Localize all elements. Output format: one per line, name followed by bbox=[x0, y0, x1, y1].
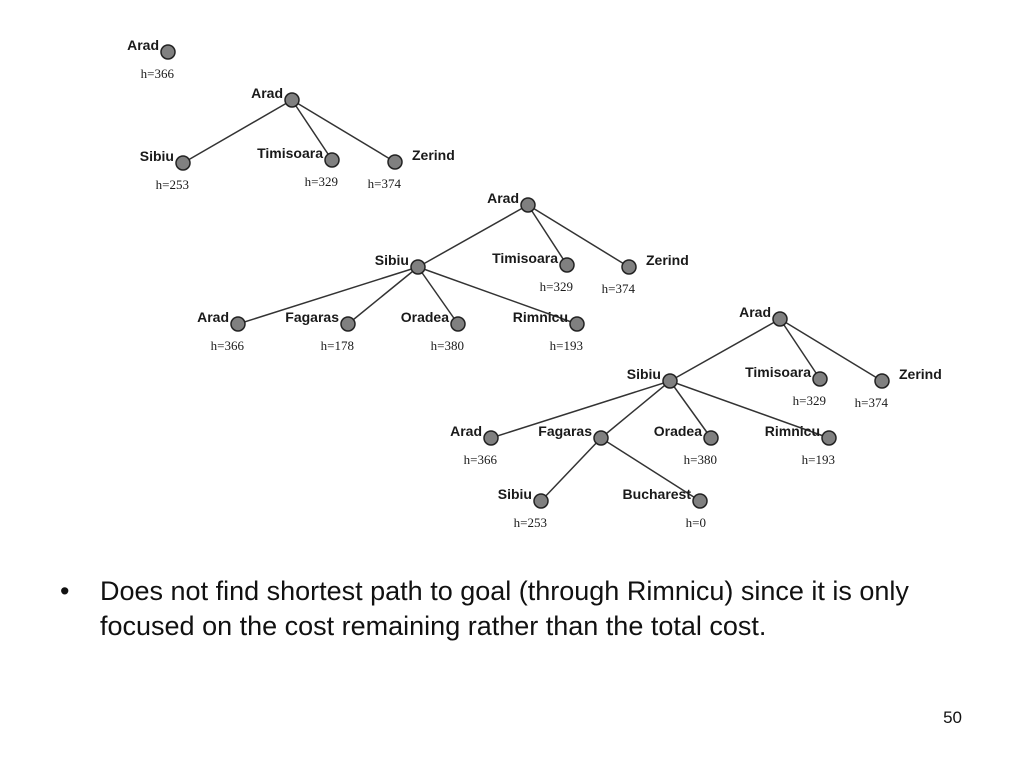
tree-node-circle bbox=[230, 316, 246, 332]
tree-edge bbox=[527, 204, 568, 266]
tree-edge bbox=[347, 266, 419, 325]
node-name-label: Arad bbox=[487, 190, 519, 206]
heuristic-value-label: h=193 bbox=[802, 452, 835, 467]
node-name-label: Arad bbox=[251, 85, 283, 101]
tree-node-circle bbox=[593, 430, 609, 446]
heuristic-value-label: h=193 bbox=[550, 338, 583, 353]
bullet-text: Does not find shortest path to goal (thr… bbox=[100, 576, 909, 641]
search-tree-step-1: Arad h=366 bbox=[127, 37, 176, 81]
node-name-label: Arad bbox=[197, 309, 229, 325]
node-name-label: Sibiu bbox=[498, 486, 532, 502]
tree-edge bbox=[669, 380, 830, 439]
node-name-label: Fagaras bbox=[538, 423, 592, 439]
tree-node-circle bbox=[284, 92, 300, 108]
tree-node-circle bbox=[450, 316, 466, 332]
tree-edge bbox=[600, 380, 671, 439]
tree-node-circle bbox=[621, 259, 637, 275]
tree-node-circle bbox=[533, 493, 549, 509]
heuristic-value-label: h=178 bbox=[321, 338, 354, 353]
node-name-label: Rimnicu bbox=[765, 423, 820, 439]
heuristic-value-label: h=329 bbox=[305, 174, 338, 189]
tree-edge bbox=[417, 266, 578, 325]
bullet-item: • Does not find shortest path to goal (t… bbox=[60, 574, 980, 644]
heuristic-value-label: h=366 bbox=[464, 452, 498, 467]
tree-node-circle bbox=[340, 316, 356, 332]
node-name-label: Arad bbox=[450, 423, 482, 439]
tree-node-circle bbox=[692, 493, 708, 509]
heuristic-value-label: h=366 bbox=[141, 66, 175, 81]
tree-node-circle bbox=[874, 373, 890, 389]
page-number: 50 bbox=[943, 708, 962, 727]
heuristic-value-label: h=380 bbox=[684, 452, 717, 467]
tree-node-circle bbox=[520, 197, 536, 213]
node-name-label: Timisoara bbox=[257, 145, 323, 161]
tree-edge bbox=[600, 437, 701, 502]
bullet-list: • Does not find shortest path to goal (t… bbox=[60, 574, 980, 644]
node-name-label: Oradea bbox=[654, 423, 702, 439]
tree-node-circle bbox=[662, 373, 678, 389]
heuristic-value-label: h=380 bbox=[431, 338, 464, 353]
tree-node-circle bbox=[160, 44, 176, 60]
tree-edge bbox=[669, 380, 712, 439]
tree-node-circle bbox=[324, 152, 340, 168]
tree-edge bbox=[669, 318, 781, 382]
tree-node-circle bbox=[772, 311, 788, 327]
heuristic-value-label: h=329 bbox=[793, 393, 826, 408]
node-name-label: Sibiu bbox=[627, 366, 661, 382]
node-name-label: Sibiu bbox=[140, 148, 174, 164]
node-name-label: Zerind bbox=[412, 147, 455, 163]
node-name-label: Timisoara bbox=[492, 250, 558, 266]
heuristic-value-label: h=374 bbox=[855, 395, 889, 410]
tree-node-circle bbox=[821, 430, 837, 446]
tree-node-circle bbox=[559, 257, 575, 273]
tree-edge bbox=[490, 380, 671, 439]
tree-edge bbox=[291, 99, 333, 161]
tree-node-circle bbox=[387, 154, 403, 170]
node-name-label: Sibiu bbox=[375, 252, 409, 268]
node-name-label: Zerind bbox=[899, 366, 942, 382]
tree-edge bbox=[237, 266, 419, 325]
heuristic-value-label: h=0 bbox=[686, 515, 706, 530]
node-name-label: Zerind bbox=[646, 252, 689, 268]
node-name-label: Arad bbox=[127, 37, 159, 53]
tree-edge bbox=[527, 204, 630, 268]
node-name-label: Timisoara bbox=[745, 364, 811, 380]
tree-node-circle bbox=[703, 430, 719, 446]
heuristic-value-label: h=374 bbox=[602, 281, 636, 296]
node-name-label: Arad bbox=[739, 304, 771, 320]
heuristic-value-label: h=374 bbox=[368, 176, 402, 191]
node-name-label: Rimnicu bbox=[513, 309, 568, 325]
tree-node-circle bbox=[483, 430, 499, 446]
tree-edge bbox=[182, 99, 293, 164]
heuristic-value-label: h=253 bbox=[514, 515, 547, 530]
tree-node-circle bbox=[812, 371, 828, 387]
node-name-label: Fagaras bbox=[285, 309, 339, 325]
heuristic-value-label: h=366 bbox=[211, 338, 245, 353]
heuristic-value-label: h=329 bbox=[540, 279, 573, 294]
tree-edge bbox=[417, 204, 529, 268]
tree-edge bbox=[779, 318, 883, 382]
tree-node-circle bbox=[569, 316, 585, 332]
bullet-dot: • bbox=[60, 576, 70, 606]
tree-edge bbox=[291, 99, 396, 163]
tree-node-circle bbox=[410, 259, 426, 275]
tree-edge bbox=[779, 318, 821, 380]
node-name-label: Oradea bbox=[401, 309, 449, 325]
node-name-label: Bucharest bbox=[623, 486, 692, 502]
heuristic-value-label: h=253 bbox=[156, 177, 189, 192]
search-tree-diagram: Aradh=366AradSibiuh=253Timisoarah=329Zer… bbox=[127, 37, 942, 530]
tree-edge bbox=[417, 266, 459, 325]
tree-edge bbox=[540, 437, 602, 502]
tree-node-circle bbox=[175, 155, 191, 171]
